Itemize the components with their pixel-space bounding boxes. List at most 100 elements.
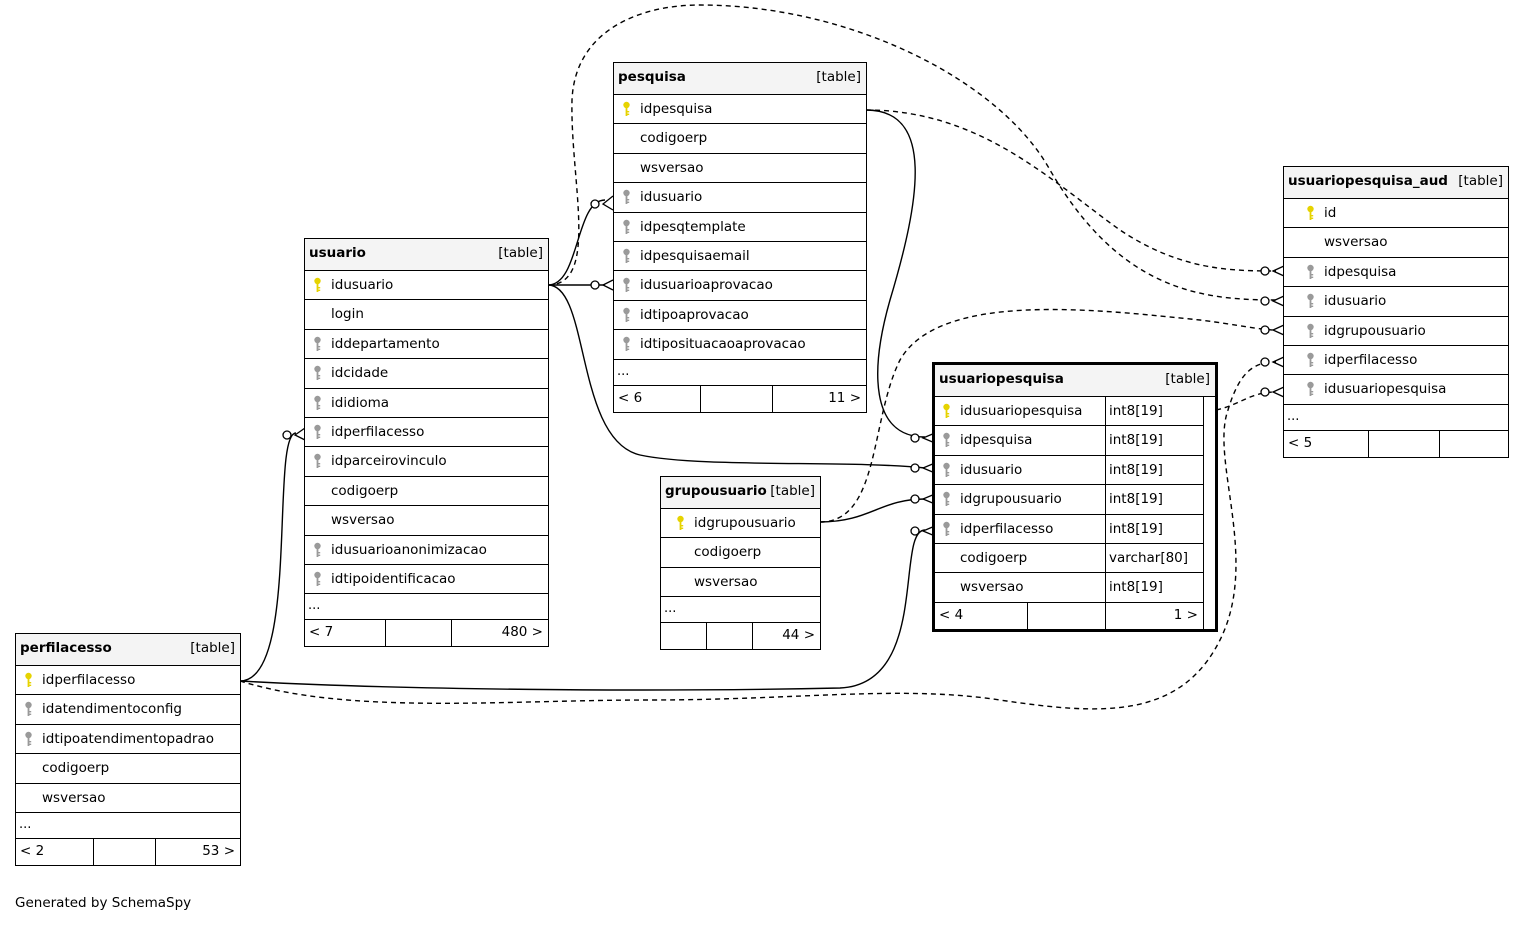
column-name: idperfilacesso xyxy=(960,520,1054,537)
optional-marker xyxy=(910,494,920,504)
column-row[interactable]: idusuarioaprovacao xyxy=(614,271,866,301)
column-row[interactable]: idusuario xyxy=(1284,287,1508,317)
column-type: varchar[80] xyxy=(1109,549,1189,566)
link-pesquisa-aud-idpesquisa xyxy=(865,109,1277,272)
foreign-key-icon xyxy=(622,277,631,293)
link-perfilacesso-usuario xyxy=(239,432,297,682)
foreign-key-icon xyxy=(1306,293,1315,309)
foreign-key-icon xyxy=(313,453,322,469)
primary-key-icon xyxy=(24,672,33,688)
parent-count[interactable]: < 7 xyxy=(309,624,334,641)
foreign-key-icon xyxy=(313,542,322,558)
more-rows: ... xyxy=(16,813,240,839)
column-row[interactable]: wsversao xyxy=(661,568,820,598)
column-name: codigoerp xyxy=(960,549,1028,566)
column-row[interactable]: wsversao xyxy=(16,784,240,813)
column-row[interactable]: idtipoidentificacao xyxy=(305,565,548,595)
column-name: id xyxy=(1324,205,1337,221)
foreign-key-icon xyxy=(622,307,631,323)
column-row[interactable]: idtiposituacaoaprovacao xyxy=(614,330,866,360)
column-row[interactable]: wsversao xyxy=(305,506,548,536)
column-row[interactable]: idpesquisaemail xyxy=(614,242,866,272)
column-row[interactable]: codigoerp xyxy=(661,538,820,568)
primary-key-icon xyxy=(676,515,685,531)
column-row[interactable]: idgrupousuario xyxy=(661,509,820,539)
column-row[interactable]: idusuario xyxy=(305,271,548,301)
column-name: idpesquisaemail xyxy=(640,247,750,264)
column-name: login xyxy=(331,306,364,323)
table-footer: < 2 53 > xyxy=(16,838,240,865)
foreign-key-icon xyxy=(313,571,322,587)
table-header: usuario [table] xyxy=(305,239,548,271)
child-count[interactable]: 44 > xyxy=(782,627,815,644)
column-name: wsversao xyxy=(960,579,1024,596)
column-name: codigoerp xyxy=(331,482,399,499)
column-name: idtiposituacaoaprovacao xyxy=(640,336,806,353)
column-row[interactable]: idusuario int8[19] xyxy=(935,455,1203,486)
column-row[interactable]: codigoerp varchar[80] xyxy=(935,543,1203,574)
column-row[interactable]: idperfilacesso xyxy=(16,666,240,696)
column-row[interactable]: idtipoaprovacao xyxy=(614,301,866,331)
child-count[interactable]: 11 > xyxy=(828,389,861,406)
column-row[interactable]: idusuario xyxy=(614,183,866,213)
column-row[interactable]: idpesquisa xyxy=(614,95,866,125)
column-type: int8[19] xyxy=(1109,461,1163,478)
column-row[interactable]: idcidade xyxy=(305,359,548,389)
column-name: idusuario xyxy=(960,461,1023,478)
more-rows: ... xyxy=(305,594,548,621)
column-row[interactable]: idgrupousuario xyxy=(1284,317,1508,346)
column-name: idpesquisa xyxy=(640,101,713,117)
column-row[interactable]: idtipoatendimentopadrao xyxy=(16,725,240,755)
column-row[interactable]: codigoerp xyxy=(16,754,240,784)
column-type-cell: int8[19] xyxy=(1105,514,1163,543)
table-usuario[interactable]: usuario [table] idusuario login iddepartam… xyxy=(304,238,549,648)
crowfoot-marker xyxy=(1271,386,1285,398)
column-row[interactable]: wsversao int8[19] xyxy=(935,573,1203,603)
column-row[interactable]: idpesquisa xyxy=(1284,258,1508,288)
column-row[interactable]: idparceirovinculo xyxy=(305,447,548,477)
child-count[interactable]: 1 > xyxy=(1173,606,1198,623)
foreign-key-icon xyxy=(24,731,33,747)
foreign-key-icon xyxy=(313,424,322,440)
column-row[interactable]: idpesqtemplate xyxy=(614,213,866,242)
more-rows: ... xyxy=(661,597,820,624)
column-row[interactable]: codigoerp xyxy=(305,477,548,507)
parent-count[interactable]: < 6 xyxy=(618,389,643,406)
column-row[interactable]: wsversao xyxy=(1284,228,1508,258)
column-row[interactable]: idperfilacesso xyxy=(305,418,548,448)
column-row[interactable]: codigoerp xyxy=(614,124,866,154)
column-row[interactable]: idusuarioanonimizacao xyxy=(305,536,548,565)
parent-count[interactable]: < 2 xyxy=(20,842,45,859)
table-name: grupousuario xyxy=(665,483,767,499)
parent-count[interactable]: < 5 xyxy=(1288,434,1313,451)
column-row[interactable]: iddepartamento xyxy=(305,330,548,360)
foreign-key-icon xyxy=(942,462,951,478)
column-row[interactable]: ididioma xyxy=(305,389,548,418)
column-type: int8[19] xyxy=(1109,491,1163,508)
column-row[interactable]: login xyxy=(305,300,548,330)
crowfoot-marker xyxy=(921,493,936,505)
column-row[interactable]: idperfilacesso xyxy=(1284,346,1508,376)
column-type-cell: int8[19] xyxy=(1105,573,1163,602)
column-type-cell: int8[19] xyxy=(1105,455,1163,485)
optional-marker xyxy=(1260,266,1270,276)
parent-count[interactable]: < 4 xyxy=(939,606,964,623)
table-usuariopesquisa[interactable]: usuariopesquisa [table] idusuariopesquis… xyxy=(932,362,1218,632)
column-row[interactable]: wsversao xyxy=(614,154,866,184)
table-footer: < 6 11 > xyxy=(614,385,866,412)
column-row[interactable]: id xyxy=(1284,199,1508,229)
column-name: idusuarioaprovacao xyxy=(640,277,773,294)
child-count[interactable]: 53 > xyxy=(202,842,235,859)
column-row[interactable]: idusuariopesquisa xyxy=(1284,375,1508,405)
column-row[interactable]: idperfilacesso int8[19] xyxy=(935,514,1203,544)
child-count[interactable]: 480 > xyxy=(501,624,543,641)
column-row[interactable]: idatendimentoconfig xyxy=(16,695,240,725)
column-name: wsversao xyxy=(331,512,395,529)
